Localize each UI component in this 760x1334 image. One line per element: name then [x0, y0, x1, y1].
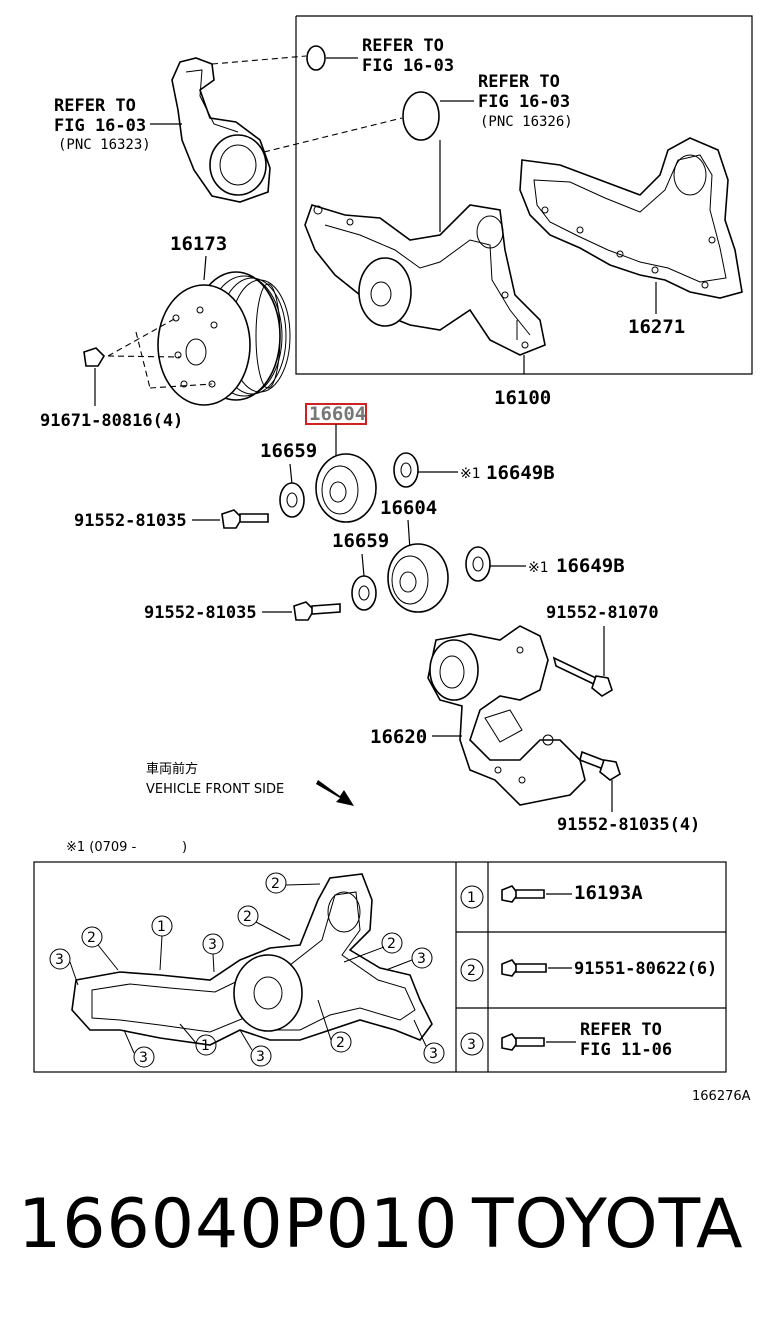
refer-label-2c: (PNC 16326)	[480, 114, 573, 130]
legend-refer-a: REFER TO	[580, 1020, 662, 1040]
svg-text:1: 1	[201, 1038, 210, 1054]
front-en: VEHICLE FRONT SIDE	[146, 782, 284, 797]
svg-text:2: 2	[336, 1035, 345, 1051]
svg-text:3: 3	[55, 952, 64, 968]
label-16649b-b: 16649B	[556, 555, 625, 577]
svg-text:2: 2	[387, 936, 396, 952]
legend-91551: 91551-80622(6)	[574, 959, 717, 979]
bolt-91671: 91671-80816(4)	[40, 347, 183, 431]
legend-circle-1: 1	[467, 890, 476, 906]
o-ring-small	[306, 45, 326, 71]
label-16604-highlight: 16604	[309, 403, 366, 425]
part-number: 166040P010	[18, 1185, 459, 1264]
svg-text:3: 3	[208, 937, 217, 953]
front-arrow-icon	[316, 780, 354, 806]
gasket-16271	[519, 137, 743, 299]
label-16649b-a: 16649B	[486, 462, 555, 484]
brand-name: TOYOTA	[472, 1185, 744, 1264]
label-91552-a: 91552-81035	[74, 511, 187, 531]
legend-circle-2: 2	[467, 963, 476, 979]
label-16100: 16100	[494, 387, 551, 409]
svg-text:3: 3	[139, 1050, 148, 1066]
parts-diagram: REFER TO FIG 16-03 REFER TO FIG 16-03 (P…	[33, 15, 753, 1104]
svg-text:2: 2	[87, 930, 96, 946]
label-16173: 16173	[170, 233, 227, 255]
pulley-16173: 16173	[107, 233, 291, 406]
refer-label-2b: FIG 16-03	[478, 92, 570, 112]
label-16604-b: 16604	[380, 497, 437, 519]
refer-label-2a: REFER TO	[478, 72, 560, 92]
legend-circle-3: 3	[467, 1037, 476, 1053]
refer-label-3a: REFER TO	[54, 96, 136, 116]
bolt-legend-box: 1 16193A 2 91551-80622(6) 3 REFER TO FIG…	[33, 861, 727, 1073]
refer-label-3b: FIG 16-03	[54, 116, 146, 136]
front-jp: 車両前方	[146, 761, 198, 777]
svg-text:1: 1	[157, 919, 166, 935]
label-91552-81070: 91552-81070	[546, 603, 659, 623]
label-91552-4: 91552-81035(4)	[557, 815, 700, 835]
water-inlet: REFER TO FIG 16-03 (PNC 16323)	[54, 55, 403, 203]
footer: 166040P010 TOYOTA	[0, 1185, 760, 1285]
vehicle-front-note: 車両前方 VEHICLE FRONT SIDE	[146, 761, 354, 806]
label-91671: 91671-80816(4)	[40, 411, 183, 431]
svg-text:3: 3	[417, 951, 426, 967]
svg-text:3: 3	[429, 1046, 438, 1062]
mark-b: ※1	[528, 560, 549, 576]
idler-pulley-lower: 16604 16659 ※1 16649B 91552-81035	[144, 497, 625, 623]
label-16271: 16271	[628, 316, 685, 338]
label-16659-b: 16659	[332, 530, 389, 552]
svg-text:2: 2	[243, 909, 252, 925]
svg-text:3: 3	[256, 1049, 265, 1065]
label-16659-a: 16659	[260, 440, 317, 462]
water-pump-group: REFER TO FIG 16-03 REFER TO FIG 16-03 (P…	[295, 15, 753, 409]
label-16620: 16620	[370, 726, 427, 748]
figure-code: 166276A	[692, 1089, 751, 1104]
o-ring-large	[402, 91, 440, 141]
pump-pulley-hub	[358, 257, 412, 327]
svg-text:2: 2	[271, 876, 280, 892]
note-mark: ※1 (0709 -	[66, 840, 137, 855]
label-91552-b: 91552-81035	[144, 603, 257, 623]
water-pump-body	[304, 204, 546, 356]
legend-refer-b: FIG 11-06	[580, 1040, 672, 1060]
note-close: )	[182, 840, 187, 855]
bracket-16620: 91552-81070 16620 91552-81035(4)	[370, 603, 700, 835]
refer-label-1b: FIG 16-03	[362, 56, 454, 76]
idler-pulley-upper: 16604 16659 ※1 16649B 91552-81035	[74, 403, 555, 531]
mark-a: ※1	[460, 466, 481, 482]
refer-label-3c: (PNC 16323)	[58, 137, 151, 153]
legend-16193a: 16193A	[574, 882, 643, 904]
refer-label-1a: REFER TO	[362, 36, 444, 56]
